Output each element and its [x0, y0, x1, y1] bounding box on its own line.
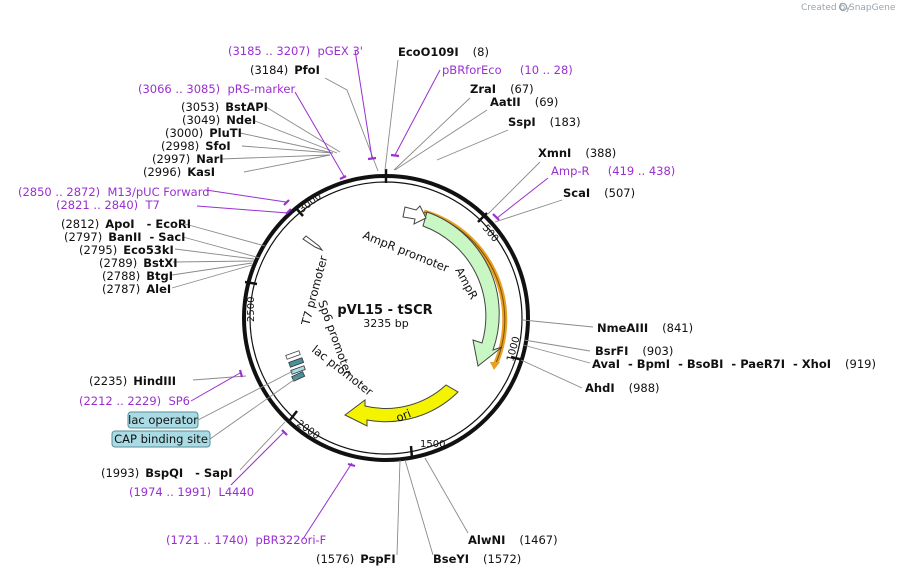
- plasmid-name: pVL15 - tSCR: [337, 303, 432, 318]
- lac-operator-label: lac operator: [128, 413, 198, 427]
- site-zrai[interactable]: ZraI(67): [470, 82, 534, 96]
- site-alei[interactable]: (2787)AleI: [102, 282, 171, 296]
- primer-labels: (3185 .. 3207) pGEX 3' pBRforEco (10 .. …: [18, 44, 675, 547]
- tick-500: [477, 212, 488, 223]
- site-sfoi[interactable]: (2998)SfoI: [161, 139, 231, 153]
- site-nari[interactable]: (2997)NarI: [152, 152, 224, 166]
- lac-operator-mark[interactable]: [290, 365, 306, 375]
- primer-pbr322ori-f[interactable]: (1721 .. 1740) pBR322ori-F: [166, 533, 326, 547]
- primer-pgex3[interactable]: (3185 .. 3207) pGEX 3': [228, 44, 363, 58]
- site-bstxi[interactable]: (2789)BstXI: [99, 256, 178, 270]
- ampr-feature-arrow[interactable]: [422, 211, 503, 367]
- ori-feature-arrow[interactable]: [344, 384, 459, 427]
- site-nmeaiii[interactable]: NmeAIII(841): [597, 321, 693, 335]
- site-eco53ki[interactable]: (2795)Eco53kI: [79, 243, 174, 257]
- site-kasi[interactable]: (2996)KasI: [143, 165, 215, 179]
- site-pspfi[interactable]: (1576)PspFI: [316, 552, 396, 566]
- primer-leaders: [190, 49, 549, 540]
- cap-binding-box[interactable]: CAP binding site: [111, 430, 211, 448]
- ampr-promoter-arrow[interactable]: [402, 205, 427, 225]
- primer-t7[interactable]: (2821 .. 2840) T7: [56, 198, 160, 212]
- site-pluti[interactable]: (3000)PluTI: [165, 126, 242, 140]
- tick-1500: [409, 445, 414, 459]
- site-apoi-group[interactable]: (2812)ApoI - EcoRI: [61, 217, 191, 231]
- sp6-promoter-mark[interactable]: [285, 350, 301, 360]
- primer-marks: [238, 153, 500, 468]
- site-btgi[interactable]: (2788)BtgI: [102, 269, 173, 283]
- tick-1000: [510, 355, 524, 362]
- site-sspi[interactable]: SspI(183): [508, 115, 581, 129]
- primer-l4440[interactable]: (1974 .. 1991) L4440: [129, 485, 254, 499]
- site-banii-group[interactable]: (2797)BanII - SacI: [64, 230, 185, 244]
- site-bsrfi[interactable]: BsrFI(903): [595, 344, 673, 358]
- cap-binding-label: CAP binding site: [114, 432, 208, 446]
- lac-promoter-mark[interactable]: [288, 357, 305, 368]
- site-labels: (3184)PfoI EcoO109I(8) ZraI(67) AatII(69…: [61, 45, 876, 566]
- tick-2500: [244, 280, 258, 286]
- primer-pbrforeco[interactable]: pBRforEco (10 .. 28): [442, 63, 573, 77]
- lac-operator-box[interactable]: lac operator: [127, 411, 199, 429]
- site-scai[interactable]: ScaI(507): [563, 186, 635, 200]
- brand-created-by: Created by: [801, 3, 851, 13]
- box-leaders: [197, 370, 299, 440]
- tick-label-3000: 3000: [297, 191, 324, 215]
- tick-2000: [289, 410, 298, 421]
- site-aatii[interactable]: AatII(69): [490, 95, 558, 109]
- ampr-promoter-label: AmpR promoter: [361, 228, 451, 275]
- snapgene-logo-icon: [838, 2, 848, 12]
- tick-3000: [294, 206, 304, 217]
- site-xmni[interactable]: XmnI(388): [538, 146, 616, 160]
- site-avai-group[interactable]: AvaI - BpmI - BsoBI - PaeR7I - XhoI(919): [592, 357, 876, 371]
- site-bspqi-group[interactable]: (1993)BspQI - SapI: [101, 466, 233, 480]
- site-ahdi[interactable]: AhdI(988): [585, 381, 660, 395]
- site-ecoo109i[interactable]: EcoO109I(8): [398, 45, 489, 59]
- primer-m13-puc-forward[interactable]: (2850 .. 2872) M13/pUC Forward: [18, 185, 210, 199]
- site-hindiii[interactable]: (2235)HindIII: [89, 374, 176, 388]
- primer-amp-r[interactable]: Amp-R (419 .. 438): [551, 164, 675, 178]
- plasmid-size: 3235 bp: [363, 317, 408, 330]
- primer-prs-marker[interactable]: (3066 .. 3085) pRS-marker: [138, 82, 295, 96]
- site-pfoi[interactable]: (3184)PfoI: [250, 63, 320, 77]
- site-ndei[interactable]: (3049)NdeI: [182, 113, 256, 127]
- tick-label-1500: 1500: [420, 439, 445, 450]
- site-alwni[interactable]: AlwNI(1467): [468, 533, 558, 547]
- tick-label-2500: 2500: [246, 297, 257, 322]
- site-bseyi[interactable]: BseYI(1572): [433, 552, 521, 566]
- ori-label: ori: [394, 406, 413, 425]
- primer-sp6[interactable]: (2212 .. 2229) SP6: [79, 394, 190, 408]
- site-leaders: [171, 59, 594, 556]
- brand-name: SnapGene: [849, 3, 896, 13]
- t7-promoter-arrow[interactable]: [302, 235, 324, 252]
- ampr-orange-arrowhead: [490, 362, 500, 370]
- site-bstapi[interactable]: (3053)BstAPI: [181, 100, 268, 114]
- tick-label-500: 500: [480, 223, 501, 245]
